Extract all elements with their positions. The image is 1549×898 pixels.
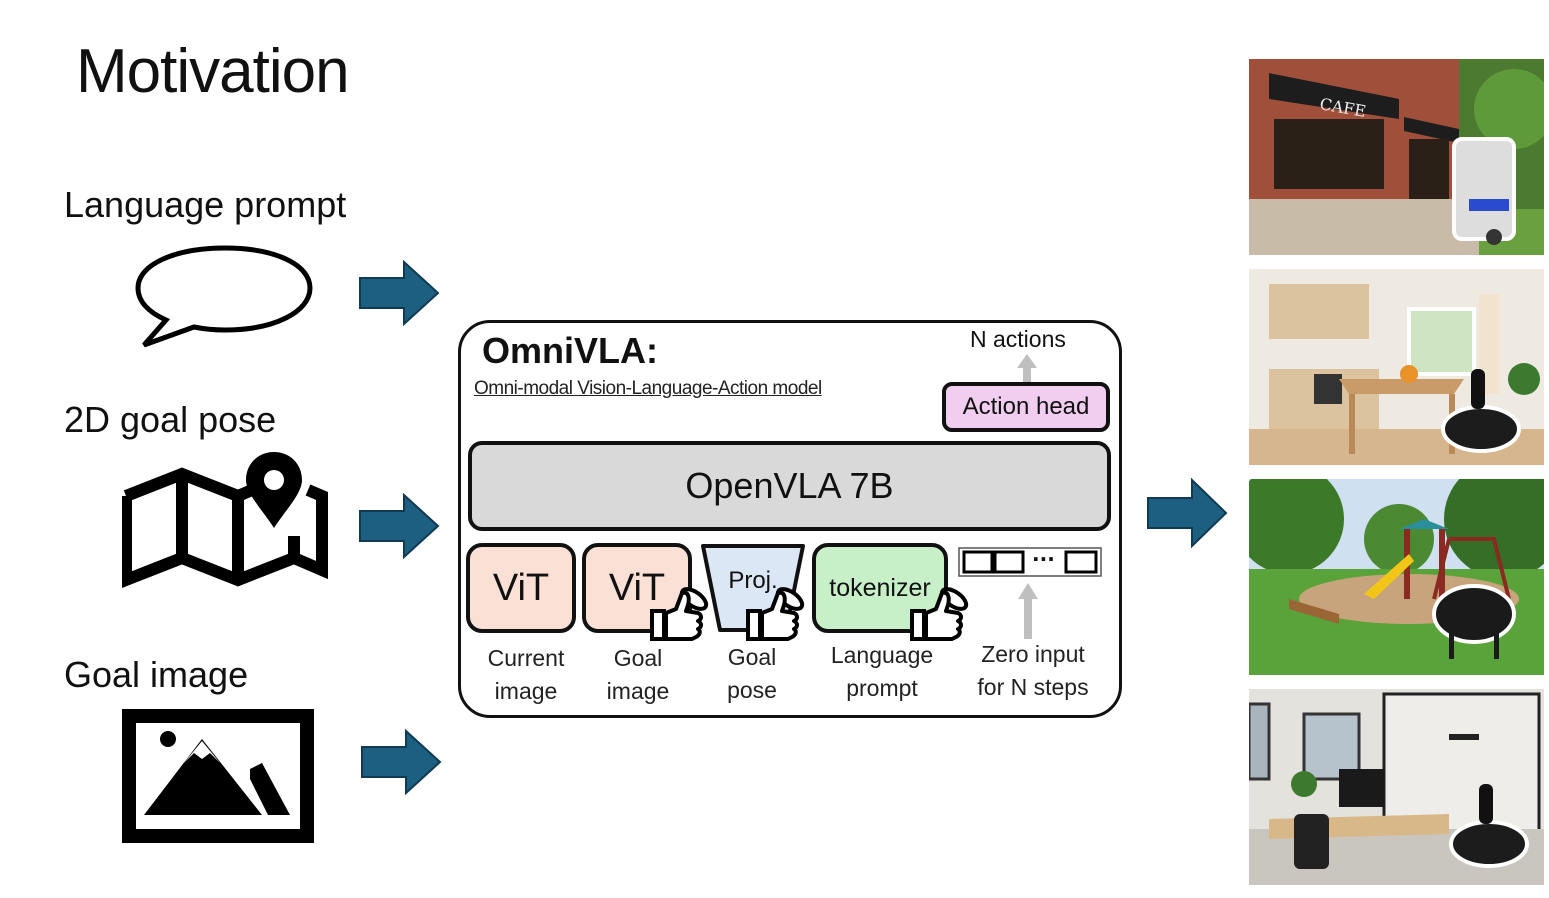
n-actions-label: N actions xyxy=(970,326,1066,352)
speech-bubble-icon xyxy=(134,244,316,354)
trainable-thumbs-up-icon xyxy=(908,585,970,647)
encoder-label: tokenizer xyxy=(829,573,931,602)
input-label-goal-image: Goal image xyxy=(64,654,249,695)
model-name: OmniVLA: xyxy=(482,330,658,371)
caption-line: Zero input xyxy=(981,641,1085,667)
trainable-thumbs-up-icon xyxy=(744,585,806,647)
model-subtitle: Omni-modal Vision-Language-Action model xyxy=(474,378,822,399)
caption-goal-image: Goal image xyxy=(580,642,696,708)
openvla-backbone-block: OpenVLA 7B xyxy=(468,441,1111,531)
arrow-model-to-scenes-icon xyxy=(1146,478,1228,548)
office-scene-image xyxy=(1249,689,1544,885)
action-output-arrow-icon xyxy=(1017,354,1037,386)
caption-line: Goal xyxy=(613,645,663,671)
ellipsis-dots: ··· xyxy=(1032,547,1055,571)
trainable-thumbs-up-icon xyxy=(648,585,710,647)
encoder-label: ViT xyxy=(608,566,666,609)
vit-current-image-block: ViT xyxy=(466,543,576,633)
street-cafe-scene-image: CAFE xyxy=(1249,59,1544,255)
caption-line: prompt xyxy=(846,675,918,701)
caption-language-prompt: Language prompt xyxy=(812,639,952,705)
map-pin-icon xyxy=(120,452,328,592)
caption-line: Language xyxy=(830,642,934,668)
slide-title: Motivation xyxy=(76,37,350,106)
park-playground-scene-image xyxy=(1249,479,1544,675)
caption-line: for N steps xyxy=(977,674,1089,700)
zero-input-arrow-icon xyxy=(1018,583,1038,643)
caption-line: image xyxy=(494,678,558,704)
action-head-label: Action head xyxy=(962,393,1090,420)
backbone-label: OpenVLA 7B xyxy=(685,465,894,506)
caption-line: pose xyxy=(727,677,777,703)
arrow-image-to-model-icon xyxy=(360,729,442,795)
caption-line: Goal xyxy=(727,644,777,670)
image-icon xyxy=(122,709,314,847)
kitchen-scene-image xyxy=(1249,269,1544,465)
caption-goal-pose: Goal pose xyxy=(700,641,804,707)
caption-line: image xyxy=(606,678,670,704)
caption-current-image: Current image xyxy=(466,642,586,708)
input-label-language-prompt: Language prompt xyxy=(64,184,347,225)
input-label-goal-pose: 2D goal pose xyxy=(64,399,277,440)
encoder-label: Proj. xyxy=(728,567,778,594)
encoder-label: ViT xyxy=(492,566,550,609)
caption-zero-input: Zero input for N steps xyxy=(960,638,1106,704)
arrow-pose-to-model-icon xyxy=(358,493,440,559)
action-head-block: Action head xyxy=(942,382,1110,432)
arrow-language-to-model-icon xyxy=(358,260,440,326)
caption-line: Current xyxy=(487,645,565,671)
zero-input-tokens: ··· xyxy=(958,547,1102,581)
